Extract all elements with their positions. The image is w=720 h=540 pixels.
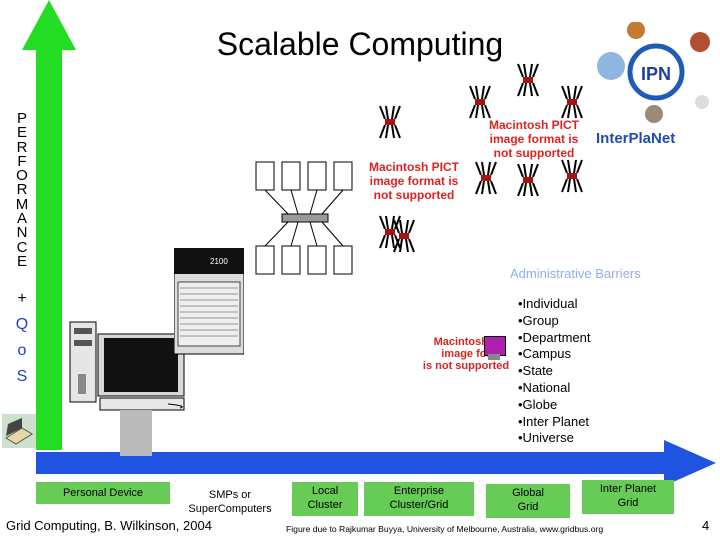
author-credit: Grid Computing, B. Wilkinson, 2004 — [6, 518, 212, 533]
administrative-barriers-label: Administrative Barriers — [510, 266, 641, 281]
level-item: •Group — [518, 312, 559, 328]
interplanet-grid-label: Inter Planet Grid — [582, 480, 674, 514]
mars-icon — [690, 32, 710, 52]
laptop-icon — [2, 414, 36, 448]
image-placeholder-2: Macintosh PICT image format is not suppo… — [368, 160, 459, 202]
local-cluster-label: Local Cluster — [292, 482, 358, 516]
scope-levels-list: •Individual •Group •Department •Campus •… — [518, 296, 590, 447]
ipn-logo: IPN — [597, 22, 710, 123]
cluster-nodes-top — [255, 161, 353, 191]
level-item: •Inter Planet — [518, 413, 590, 429]
workstation-icon — [69, 321, 185, 456]
enterprise-label: Enterprise Cluster/Grid — [364, 482, 474, 516]
qos-label: Q o S — [15, 316, 29, 385]
image-placeholder-3: Macintosh P image for is not supported — [422, 336, 510, 372]
smps-label: SMPs or SuperComputers — [188, 489, 272, 515]
global-grid-label: Global Grid — [486, 484, 570, 518]
scope-arrow-head — [664, 440, 716, 486]
level-item: •Campus — [518, 346, 571, 362]
figure-credit: Figure due to Rajkumar Buyya, University… — [286, 524, 604, 534]
image-placeholder-1: Macintosh PICT image format is not suppo… — [488, 118, 579, 160]
performance-arrow-shaft — [36, 48, 62, 450]
cluster-diagram — [255, 161, 353, 275]
performance-arrow-head — [22, 0, 76, 50]
interplanet-wordmark: InterPlaNet — [596, 130, 676, 147]
purple-node-base — [488, 354, 500, 360]
performance-label: P E R F O R M A N C E — [15, 110, 29, 270]
level-item: •Globe — [518, 396, 558, 412]
level-item: •State — [518, 363, 553, 379]
satellite-icon — [695, 95, 709, 109]
level-item: •Individual — [518, 296, 578, 311]
level-item: •National — [518, 379, 571, 395]
earth-icon — [597, 52, 625, 80]
scope-arrow-shaft — [36, 452, 666, 474]
ipn-badge-text: IPN — [641, 64, 671, 84]
purple-node-icon — [484, 336, 506, 356]
personal-device-label: Personal Device — [36, 482, 170, 504]
server-icon: 2100 — [174, 248, 244, 355]
ipn-ring — [627, 43, 685, 101]
slide-title: Scalable Computing — [216, 26, 504, 62]
level-item: •Department — [518, 329, 591, 345]
moon-icon — [645, 105, 663, 123]
page-number: 4 — [702, 518, 710, 533]
cluster-nodes-bottom — [255, 245, 353, 275]
level-item: •Universe — [518, 430, 574, 446]
plus-sign: + — [17, 290, 27, 307]
planet-icon — [627, 22, 645, 39]
server-model-label: 2100 — [210, 257, 228, 266]
